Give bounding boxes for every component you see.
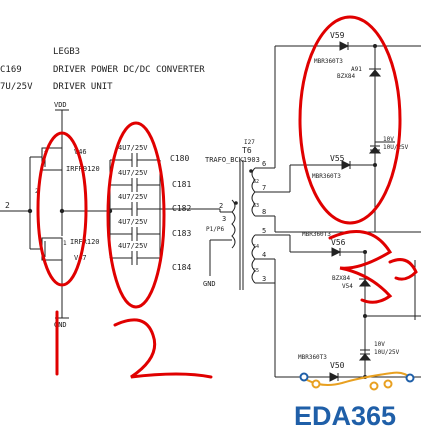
cap-value-1: 4U7/25V: [118, 144, 148, 152]
diode-low-ref: V56: [331, 238, 346, 247]
polarity-dot: [249, 169, 253, 173]
left-ref-top: C169: [0, 65, 22, 75]
secondary-pin-4: 4: [262, 251, 266, 259]
mosfet-pin-b: 2: [35, 188, 39, 195]
annotation-circle-mosfets: [36, 131, 88, 287]
diode-mid-part: MBR360T3: [312, 173, 341, 180]
transformer-ref-top: I27: [244, 139, 255, 146]
cap-value-5: 4U7/25V: [118, 242, 148, 250]
cap-ref-1: C180: [170, 154, 189, 163]
left-ref-bottom: 7U/25V: [0, 82, 33, 92]
diode-mid-ref: V55: [330, 154, 345, 163]
cap-top-voltage: 10V: [383, 136, 394, 143]
cap-ref-2: C181: [172, 180, 191, 189]
junction-dot: [373, 163, 377, 167]
primary-pin-3: 3: [222, 215, 226, 223]
secondary-pin-8: 8: [262, 208, 266, 216]
cap-top-part: 10U/25V: [383, 144, 409, 151]
zener-top-part: BZX84: [337, 73, 355, 80]
logo-node: [405, 373, 415, 383]
diode-bottom-ref: V50: [330, 361, 345, 370]
secondary-pin-5: 5: [262, 227, 266, 235]
polarity-dot: [234, 201, 238, 205]
primary-pin-2: 2: [219, 202, 223, 210]
junction-dot: [27, 208, 33, 214]
winding-label-s3: S3: [253, 203, 259, 209]
logo-text: EDA365: [294, 401, 396, 431]
secondary-pin-3: 3: [262, 275, 266, 283]
winding-label-s2: S2: [253, 179, 259, 185]
annotation-label-one: 1: [0, 0, 1, 1]
vdd-label: VDD: [54, 101, 67, 109]
left-node-label: 2: [5, 201, 10, 210]
junction-dot: [59, 208, 65, 214]
annotation-circle-capacitors: [106, 121, 166, 309]
transformer-part: TRAFO_BCK1903: [205, 156, 260, 164]
annotation-scribble-low-rectifier: [328, 230, 418, 304]
winding-label-s5: S5: [253, 268, 259, 274]
mosfet-half-bridge: [0, 109, 110, 319]
logo-node: [383, 379, 393, 389]
red-annotations: [36, 15, 418, 379]
junction-dot: [373, 44, 377, 48]
junction-dot: [363, 314, 367, 318]
logo-node: [369, 381, 379, 391]
eda365-logo: EDA365: [294, 371, 415, 431]
cap-bottom-voltage: 10V: [374, 341, 385, 348]
annotation-mark-two: [113, 318, 213, 379]
diode-low-part: MBR360T3: [302, 231, 331, 238]
cap-ref-3: C182: [172, 204, 191, 213]
zener-low-part: BZX84: [332, 275, 350, 282]
diode-top-part: MBR360T3: [314, 58, 343, 65]
junction-dot: [363, 250, 367, 254]
gnd-mid-label: GND: [203, 280, 216, 288]
top-mosfet-ref: V46: [74, 148, 87, 156]
schematic-subtitle: DRIVER UNIT: [53, 82, 113, 92]
mosfet-pin-a: 1: [63, 240, 67, 247]
cap-ref-4: C183: [172, 229, 191, 238]
sheet-id: LEGB3: [53, 47, 80, 57]
annotation-circle-top-rectifier: [298, 15, 402, 225]
zener-top-ref: A91: [351, 66, 362, 73]
gnd-label: GND: [54, 321, 67, 329]
schematic-title: DRIVER POWER DC/DC CONVERTER: [53, 65, 205, 75]
secondary-pin-6: 6: [262, 160, 266, 168]
annotation-label-two: 2: [0, 0, 1, 1]
cap-bottom-part: 10U/25V: [374, 349, 400, 356]
cap-value-4: 4U7/25V: [118, 218, 148, 226]
transformer-primary-label: P1/P6: [206, 226, 224, 233]
winding-label-s4: S4: [253, 244, 259, 250]
zener-low-ref: V54: [342, 283, 353, 290]
cap-value-3: 4U7/25V: [118, 193, 148, 201]
logo-node: [299, 372, 309, 382]
cap-ref-5: C184: [172, 263, 191, 272]
logo-trace: [301, 371, 413, 386]
cap-value-2: 4U7/25V: [118, 169, 148, 177]
transformer-symbol: [220, 160, 290, 290]
transformer-ref: T6: [242, 146, 252, 155]
diode-bottom-part: MBR360T3: [298, 354, 327, 361]
logo-node: [311, 379, 321, 389]
diode-top-ref: V59: [330, 31, 345, 40]
secondary-pin-7: 7: [262, 184, 266, 192]
